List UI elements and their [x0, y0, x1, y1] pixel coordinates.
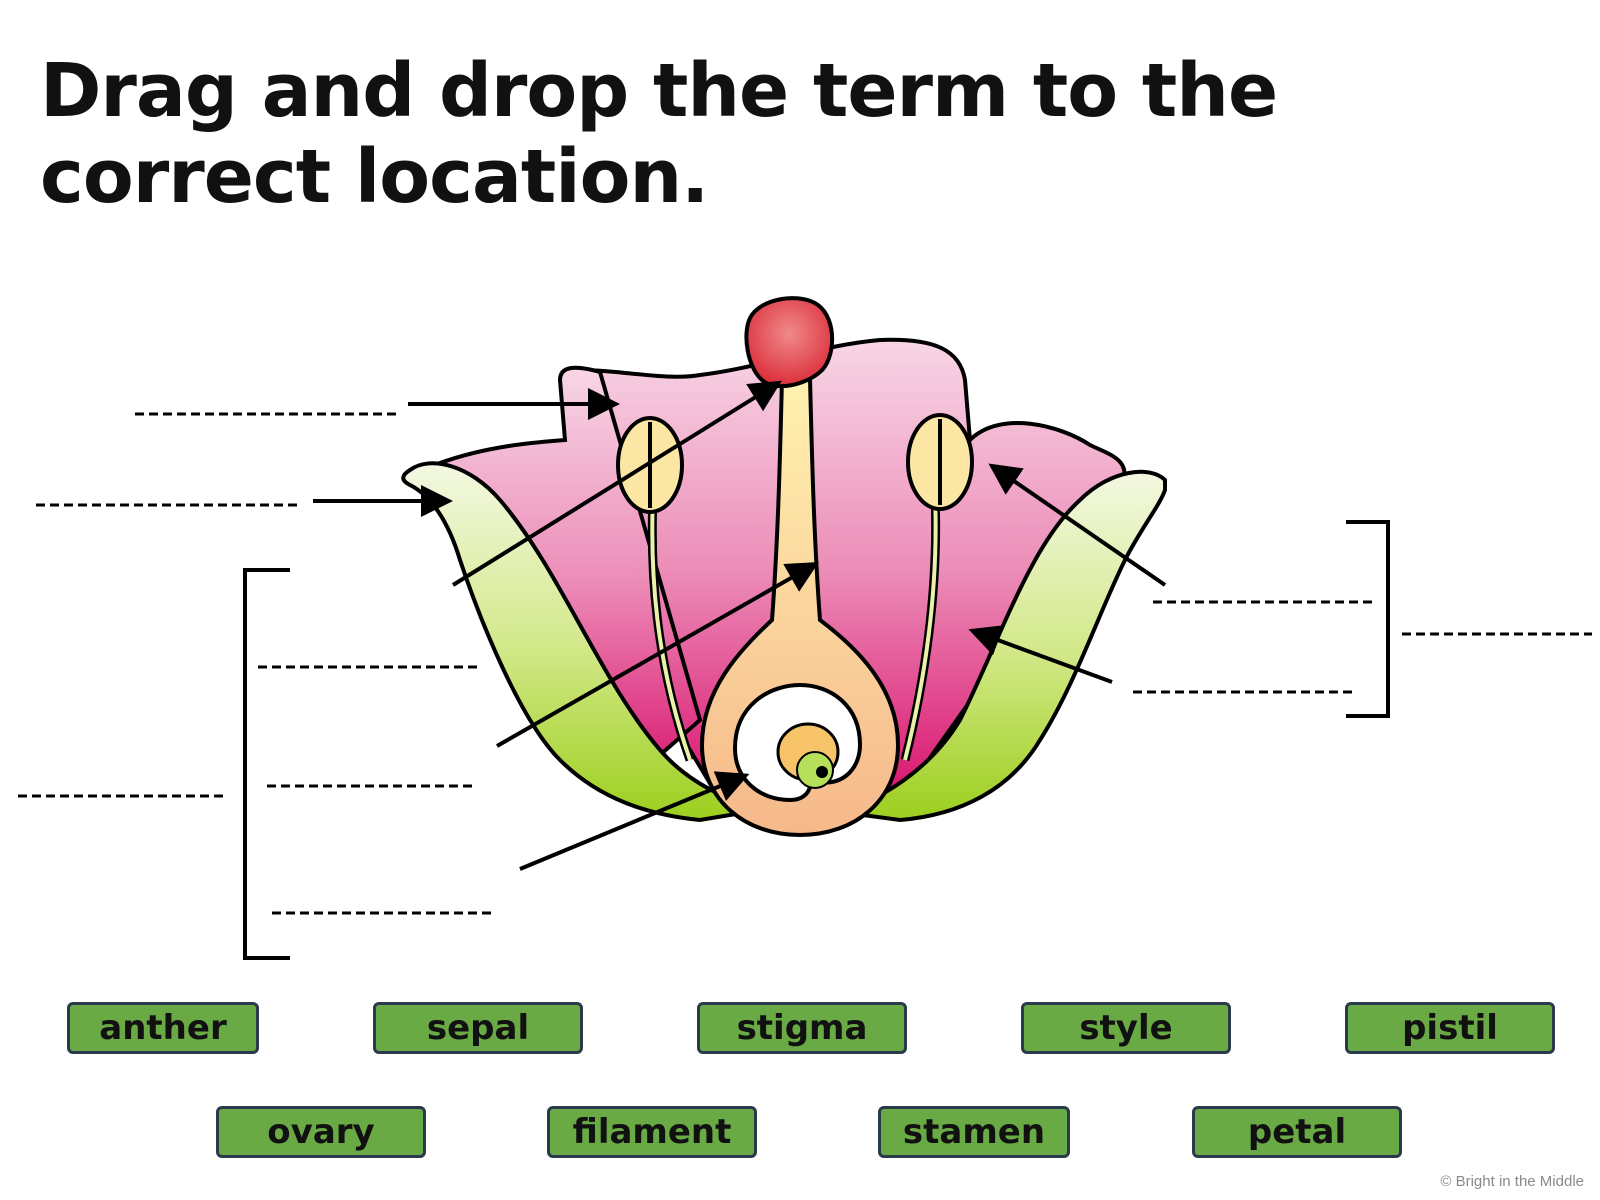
- bracket-pistil: [243, 568, 290, 960]
- filament-right-fill: [903, 494, 938, 761]
- copyright-notice: © Bright in the Middle: [1440, 1173, 1584, 1190]
- term-petal[interactable]: petal: [1192, 1106, 1402, 1158]
- term-stigma[interactable]: stigma: [697, 1002, 907, 1054]
- term-pistil[interactable]: pistil: [1345, 1002, 1555, 1054]
- term-filament[interactable]: filament: [547, 1106, 757, 1158]
- arrow-style: [496, 562, 819, 748]
- stigma: [744, 296, 835, 389]
- page-title: Drag and drop the term to the correct lo…: [40, 48, 1278, 220]
- arrow-filament: [968, 625, 1113, 684]
- petal-back-left: [564, 337, 1127, 802]
- term-anther[interactable]: anther: [67, 1002, 259, 1054]
- ovule-inner: [796, 751, 834, 789]
- arrow-stigma: [451, 380, 782, 587]
- petal-back-left-2: [437, 365, 703, 794]
- ovule-dot: [816, 766, 828, 778]
- filament-left-fill: [650, 494, 692, 761]
- term-style[interactable]: style: [1021, 1002, 1231, 1054]
- term-sepal[interactable]: sepal: [373, 1002, 583, 1054]
- arrow-ovary: [519, 771, 750, 871]
- bracket-stamen: [1346, 520, 1390, 718]
- arrow-anther: [988, 463, 1167, 587]
- term-ovary[interactable]: ovary: [216, 1106, 426, 1158]
- term-stamen[interactable]: stamen: [878, 1106, 1070, 1158]
